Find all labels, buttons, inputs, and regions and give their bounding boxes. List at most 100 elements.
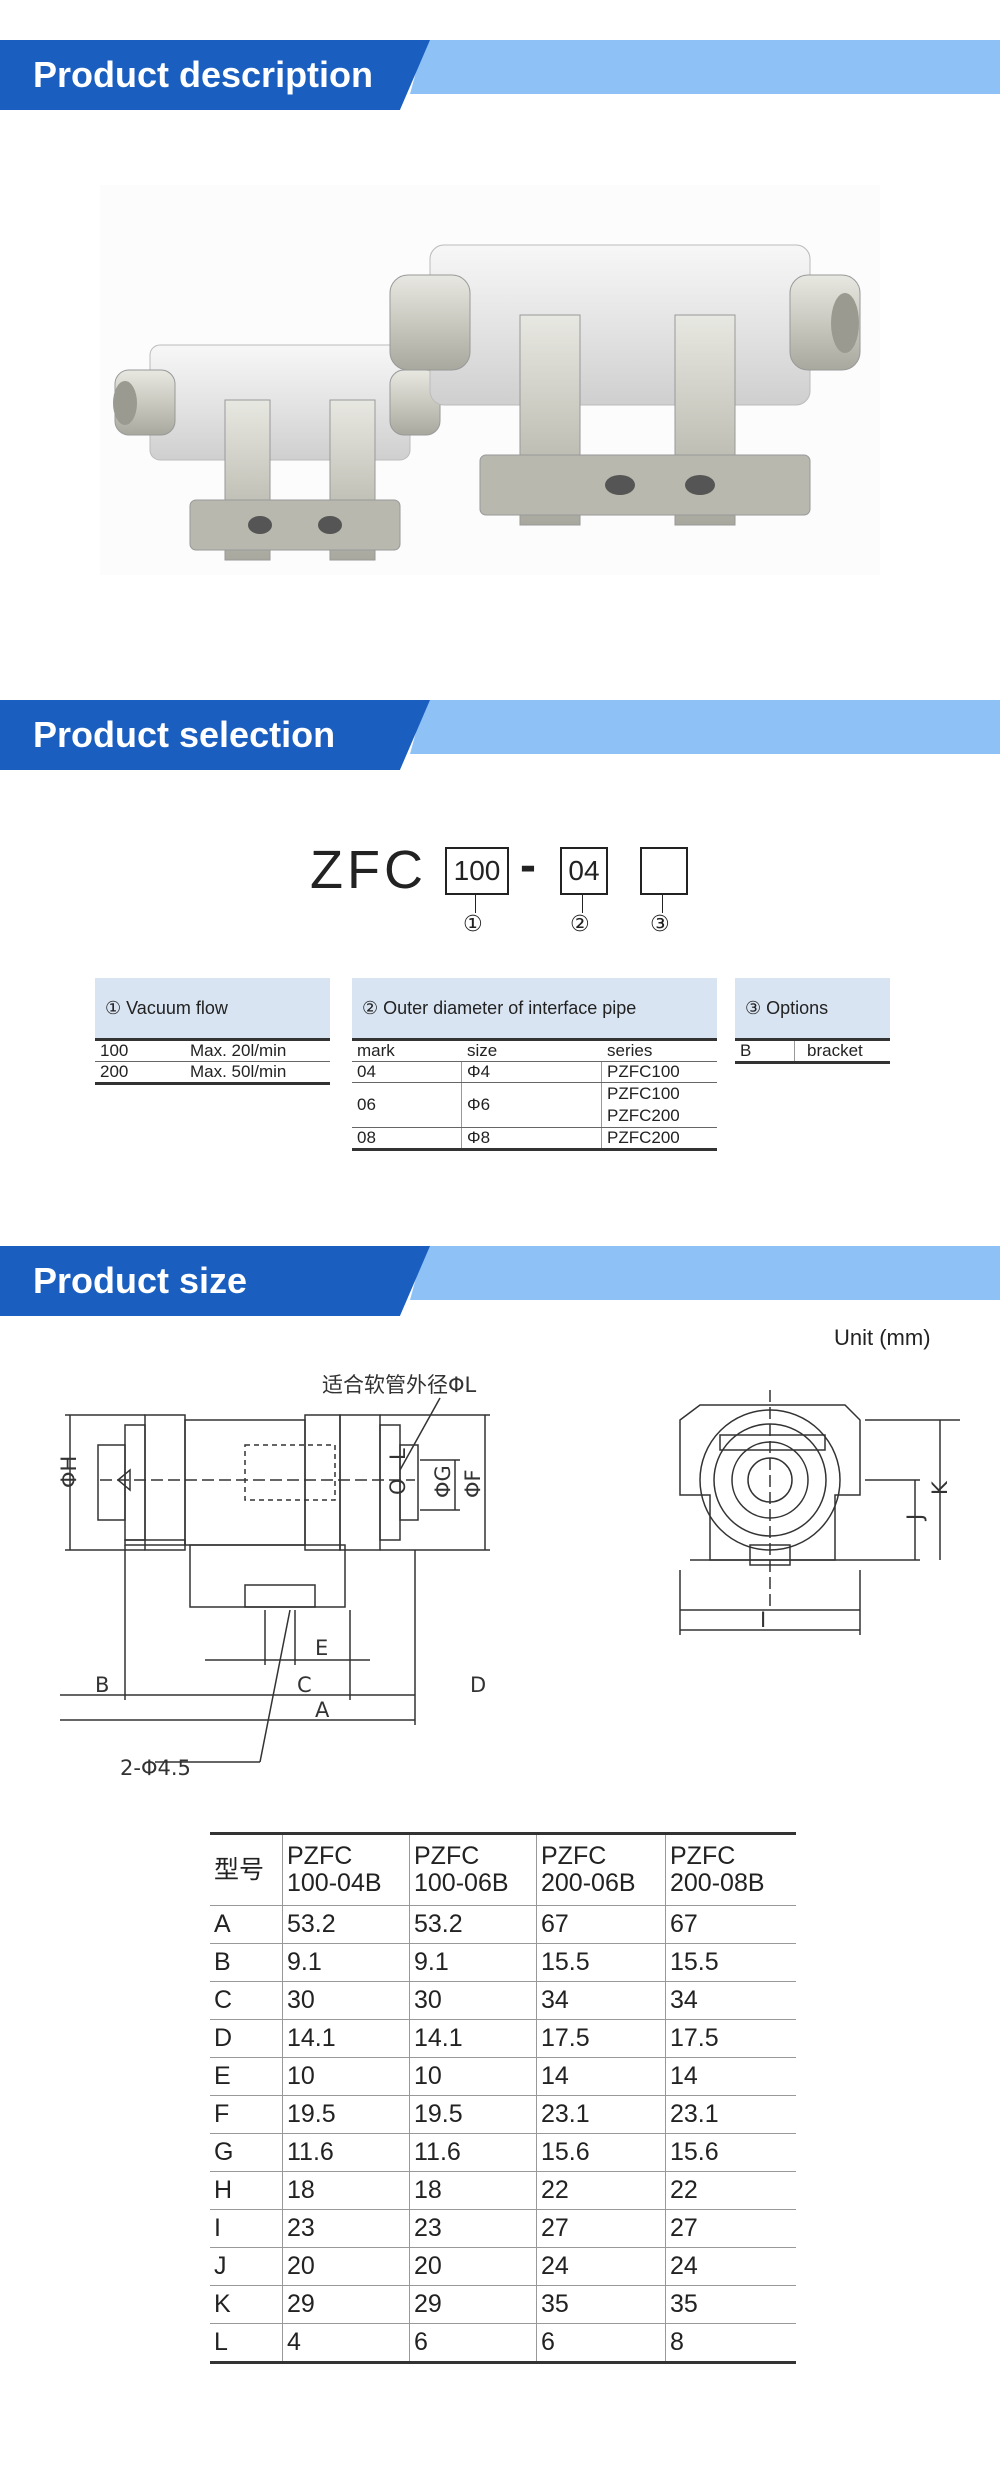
dimension-value: 8: [665, 2323, 796, 2363]
dimension-value: 19.5: [282, 2095, 410, 2134]
product-photo: [100, 185, 880, 575]
unit-label: Unit (mm): [834, 1325, 931, 1350]
dimension-value: 30: [282, 1981, 410, 2020]
dimension-key: K: [210, 2285, 283, 2324]
dimension-value: 11.6: [409, 2133, 537, 2172]
section-banner-size: Product size: [0, 1246, 1000, 1316]
dim-o: O: [386, 1478, 410, 1495]
dimension-value: 30: [409, 1981, 537, 2020]
dimension-value: 20: [409, 2247, 537, 2286]
dim-d: D: [470, 1673, 486, 1697]
dimension-value: 23: [409, 2209, 537, 2248]
code-prefix: ZFC: [310, 840, 427, 900]
dimension-value: 6: [409, 2323, 537, 2363]
dimension-value: 14: [536, 2057, 666, 2096]
table-row: 100 Max. 20l/min: [95, 1041, 330, 1062]
section-title: Product size: [33, 1260, 248, 1301]
dimension-value: 4: [282, 2323, 410, 2363]
table-row: 06 Φ6 PZFC100 PZFC200: [352, 1083, 717, 1128]
dimension-value: 27: [536, 2209, 666, 2248]
table-header-row: mark size series: [352, 1041, 717, 1062]
pipe-diameter-table: ② Outer diameter of interface pipe mark …: [352, 978, 717, 1151]
dimension-value: 10: [409, 2057, 537, 2096]
section-banner-description: Product description: [0, 40, 1000, 110]
dim-j: J: [903, 1514, 927, 1522]
hole-label: 2-Φ4.5: [120, 1756, 191, 1780]
dimension-value: 29: [409, 2285, 537, 2324]
code-marker-2: ②: [570, 911, 590, 936]
dimension-value: 14.1: [409, 2019, 537, 2058]
dim-b: B: [95, 1673, 109, 1697]
dim-a: A: [315, 1698, 330, 1722]
dimension-value: 34: [536, 1981, 666, 2020]
dimension-value: 27: [665, 2209, 796, 2248]
code-box-2: 04: [560, 847, 608, 895]
order-code: ZFC 100 - 04 ① ② ③: [310, 835, 710, 955]
options-table: ③ Options B bracket: [735, 978, 890, 1064]
dim-f: ΦF: [461, 1469, 485, 1498]
dimension-value: 18: [282, 2171, 410, 2210]
dim-e: E: [315, 1636, 328, 1660]
dimension-value: 35: [536, 2285, 666, 2324]
dimension-key: G: [210, 2133, 283, 2172]
dim-l: L: [386, 1448, 410, 1460]
section-banner-selection: Product selection: [0, 700, 1000, 770]
dimension-key: D: [210, 2019, 283, 2058]
dimension-value: 35: [665, 2285, 796, 2324]
dim-h: ΦH: [60, 1456, 81, 1488]
dimension-value: 17.5: [665, 2019, 796, 2058]
dimension-value: 14.1: [282, 2019, 410, 2058]
table-title: ③ Options: [735, 978, 890, 1041]
dimension-key: F: [210, 2095, 283, 2134]
code-dash: -: [520, 839, 536, 892]
dimension-value: 15.6: [536, 2133, 666, 2172]
dimension-key: I: [210, 2209, 283, 2248]
dimension-key: A: [210, 1905, 283, 1944]
dimension-value: 53.2: [282, 1905, 410, 1944]
dimension-value: 23.1: [665, 2095, 796, 2134]
dimension-value: 14: [665, 2057, 796, 2096]
dimension-value: 19.5: [409, 2095, 537, 2134]
code-marker-1: ①: [463, 911, 483, 936]
dimension-value: 18: [409, 2171, 537, 2210]
table-title: ② Outer diameter of interface pipe: [352, 978, 717, 1041]
dimension-key: C: [210, 1981, 283, 2020]
dimension-value: 24: [665, 2247, 796, 2286]
dim-k: K: [928, 1480, 952, 1495]
code-marker-3: ③: [650, 911, 670, 936]
dimension-value: 34: [665, 1981, 796, 2020]
dimension-value: 6: [536, 2323, 666, 2363]
dimension-value: 24: [536, 2247, 666, 2286]
dimension-value: 17.5: [536, 2019, 666, 2058]
dimension-key: J: [210, 2247, 283, 2286]
table-row: B bracket: [735, 1041, 890, 1064]
dimension-value: 20: [282, 2247, 410, 2286]
dimension-value: 67: [536, 1905, 666, 1944]
dimension-drawing: ΦH ΦG ΦF L O 适合软管外径ΦL B C D E A 2-Φ4.5 I…: [60, 1373, 960, 1780]
table-row: 08 Φ8 PZFC200: [352, 1128, 717, 1151]
pipe-label: 适合软管外径ΦL: [322, 1373, 477, 1397]
table-title: ① Vacuum flow: [95, 978, 330, 1041]
dimension-value: 15.5: [536, 1943, 666, 1982]
dimension-value: 29: [282, 2285, 410, 2324]
dimension-value: 10: [282, 2057, 410, 2096]
dimension-table: 型号 PZFC 100-04B PZFC 100-06B PZFC 200-06…: [210, 1832, 796, 2364]
dimension-value: 53.2: [409, 1905, 537, 1944]
dimension-value: 11.6: [282, 2133, 410, 2172]
dim-i: I: [760, 1608, 766, 1632]
dimension-value: 15.5: [665, 1943, 796, 1982]
dim-g: ΦG: [431, 1465, 455, 1498]
table-row: 200 Max. 50l/min: [95, 1062, 330, 1085]
dimension-value: 22: [536, 2171, 666, 2210]
